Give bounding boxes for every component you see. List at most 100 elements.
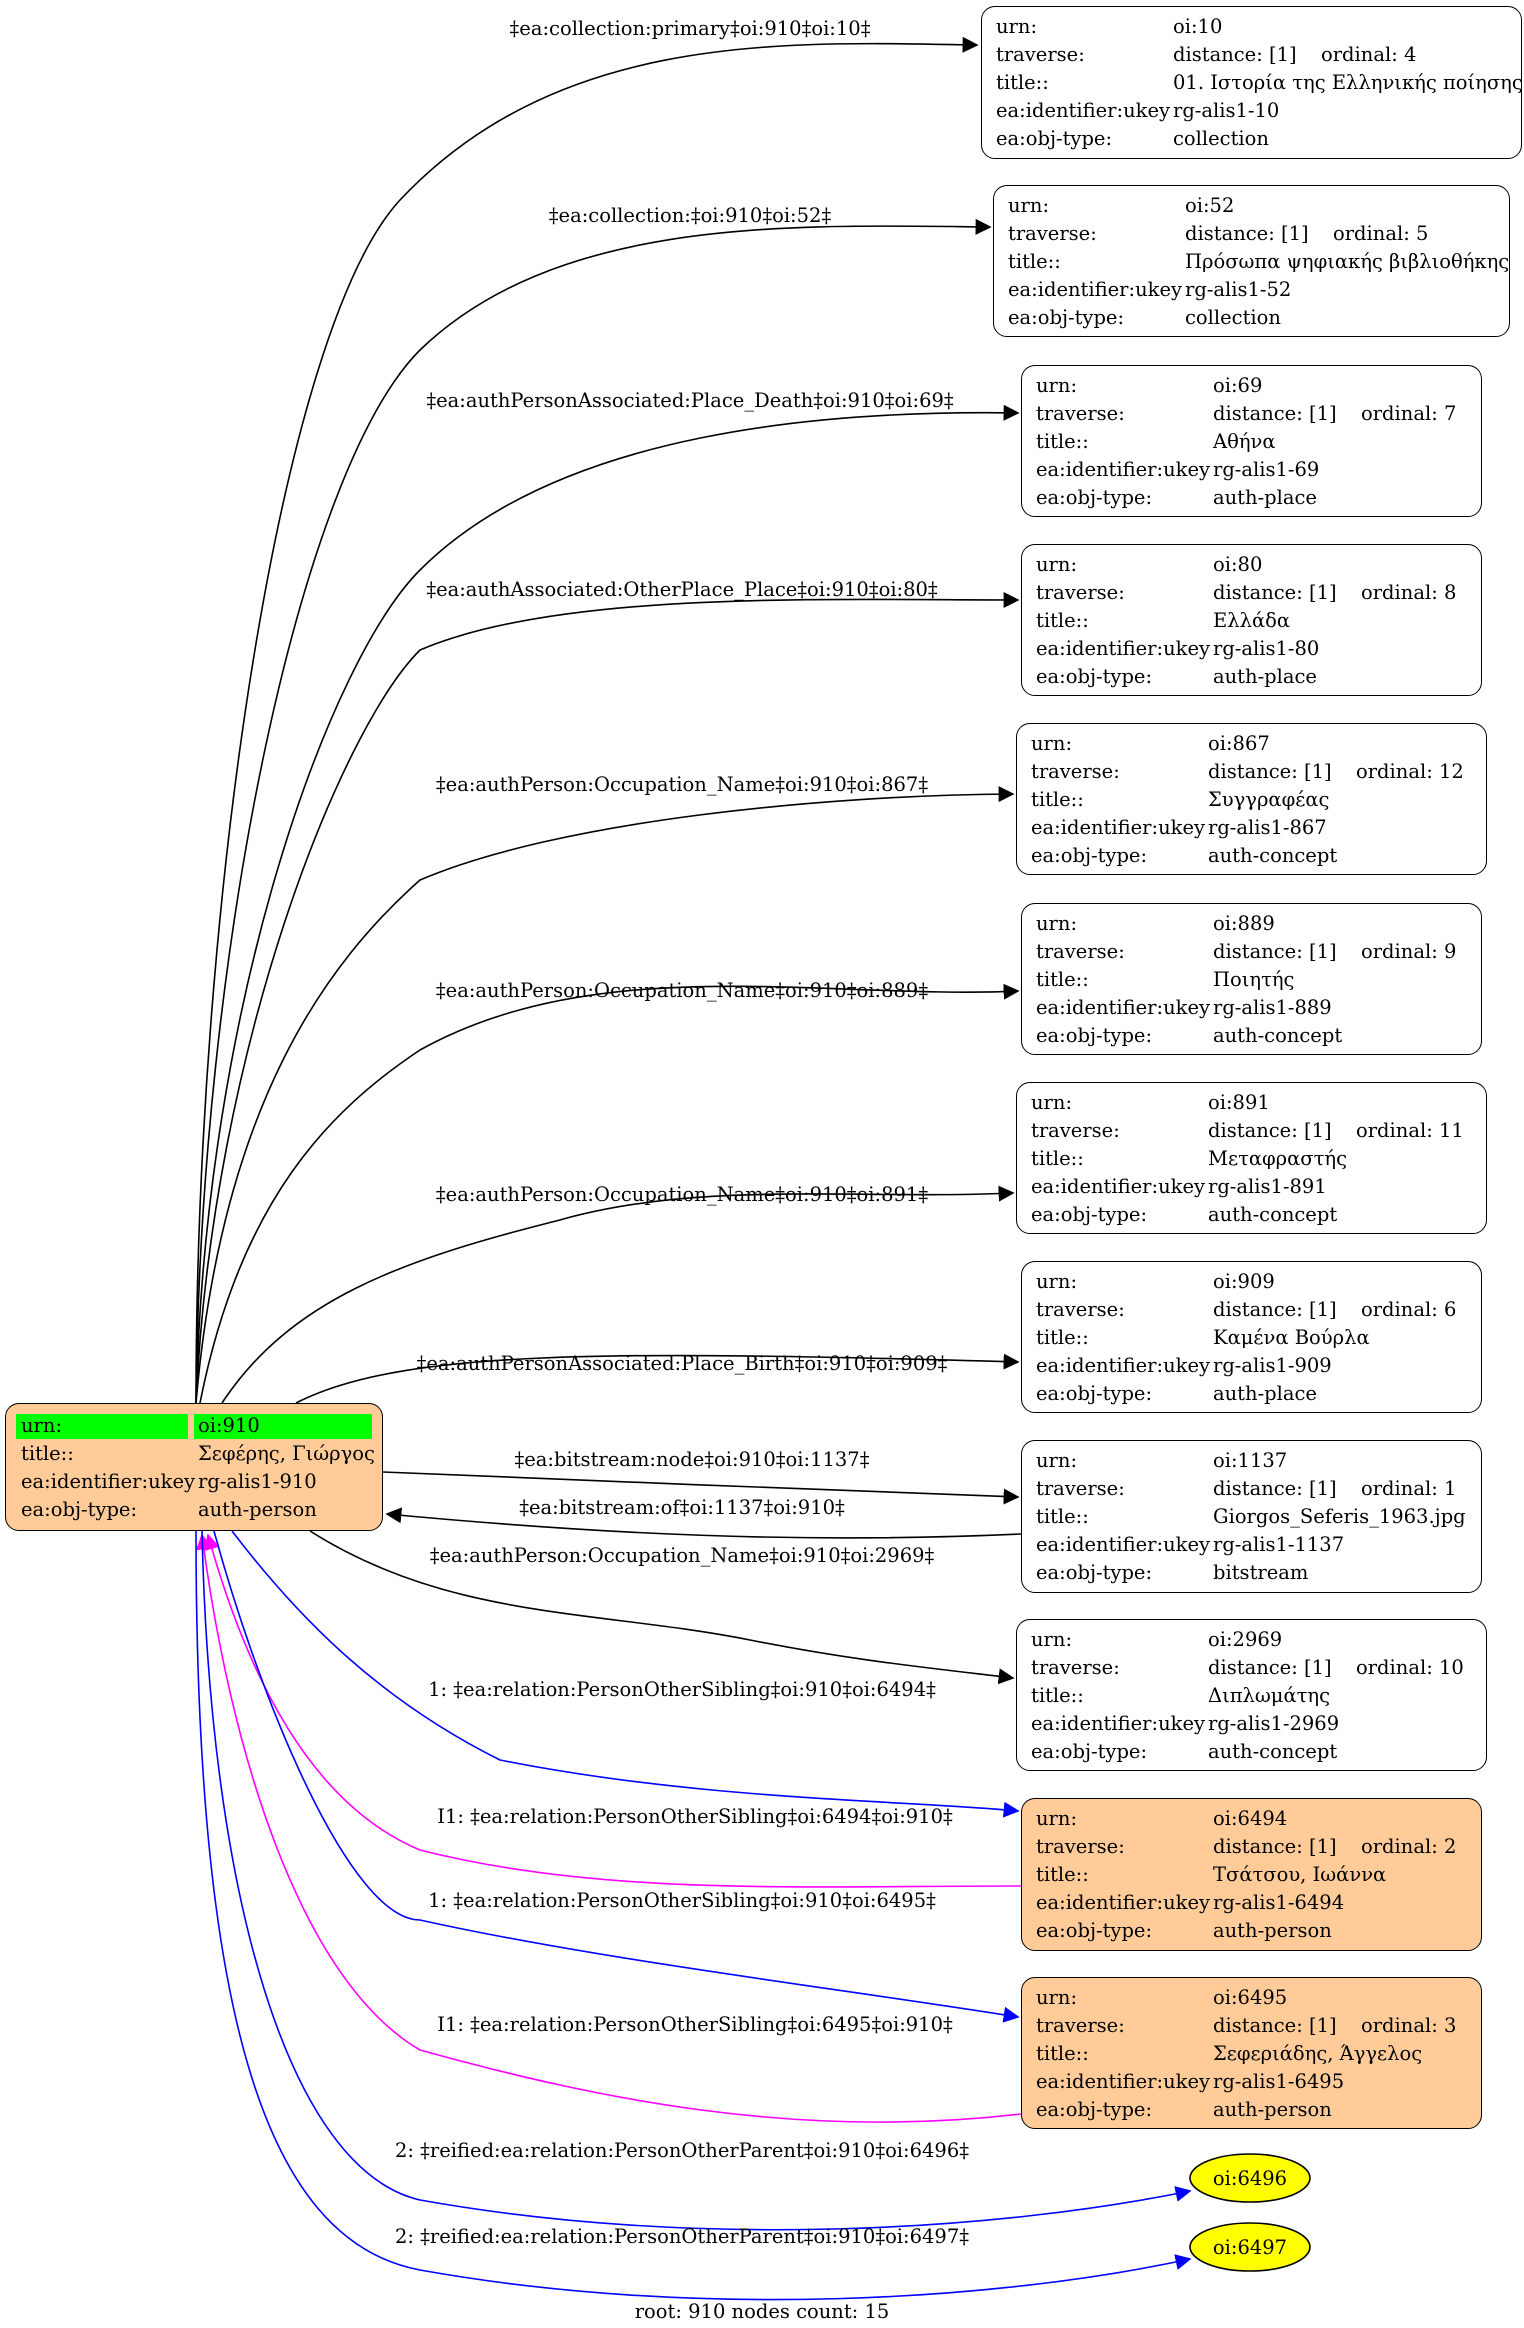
node-row-eaobjtype: ea:obj-type:auth-place [1022, 484, 1481, 512]
edge-label-0: ‡ea:collection:primary‡oi:910‡oi:10‡ [510, 17, 871, 40]
node-field-key: traverse: [1036, 402, 1125, 425]
node-field-value: bitstream [1213, 1561, 1309, 1584]
node-row-title: title::Giorgos_Seferis_1963.jpg [1022, 1503, 1481, 1531]
node-row-title: title::Μεταφραστής [1017, 1145, 1486, 1173]
edge-label-14: I1: ‡ea:relation:PersonOtherSibling‡oi:6… [437, 2013, 953, 2036]
node-field-value: distance: [1] [1208, 1119, 1332, 1142]
node-field-value: distance: [1] [1213, 1835, 1337, 1858]
node-field-key: title:: [1036, 968, 1089, 991]
node-field-key: urn: [1036, 1449, 1078, 1472]
node-row-traverse: traverse:distance: [1]ordinal: 11 [1017, 1117, 1486, 1145]
node-field-value: auth-concept [1208, 844, 1338, 867]
node-row-urn: urn:oi:10 [982, 13, 1521, 41]
ellipse-node-oi-6497[interactable] [1189, 2222, 1311, 2272]
root-field-key: ea:obj-type: [21, 1498, 138, 1521]
node-field-value: Αθήνα [1213, 430, 1276, 453]
node-field-key: ea:identifier:ukey [996, 99, 1170, 122]
edge-16 [195, 1530, 1192, 2301]
node-field-key: ea:obj-type: [1031, 844, 1148, 867]
node-field-value: auth-concept [1208, 1203, 1338, 1226]
node-field-key: ea:identifier:ukey [1008, 278, 1182, 301]
node-field-key: traverse: [1036, 940, 1125, 963]
node-field-value: oi:891 [1208, 1091, 1270, 1114]
node-row-traverse: traverse:distance: [1]ordinal: 10 [1017, 1654, 1486, 1682]
edge-label-16: 2: ‡reified:ea:relation:PersonOtherParen… [395, 2225, 969, 2248]
node-row-eaobjtype: ea:obj-type:auth-place [1022, 663, 1481, 691]
node-row-eaobjtype: ea:obj-type:collection [982, 125, 1521, 153]
node-field-key: traverse: [1036, 1298, 1125, 1321]
node-field-key: urn: [1031, 732, 1073, 755]
ellipse-node-oi-6496[interactable] [1189, 2153, 1311, 2203]
node-row-eaobjtype: ea:obj-type: auth-concept [1017, 842, 1486, 870]
node-field-value: distance: [1] [1213, 1477, 1337, 1500]
node-field-key: title:: [1036, 1326, 1089, 1349]
node-field-value: rg-alis1-867 [1208, 816, 1327, 839]
node-row-title: title::Σεφεριάδης, Άγγελος [1022, 2040, 1481, 2068]
node-row-eaobjtype: ea:obj-type:collection [994, 304, 1509, 332]
node-ordinal: ordinal: 8 [1361, 581, 1457, 604]
node-row-urn: urn:oi:52 [994, 192, 1509, 220]
edge-label-7: ‡ea:authPersonAssociated:Place_Birth‡oi:… [417, 1352, 948, 1375]
root-field-key: urn: [21, 1414, 63, 1437]
node-field-value: Μεταφραστής [1208, 1147, 1348, 1170]
node-row-traverse: traverse:distance: [1]ordinal: 5 [994, 220, 1509, 248]
node-row-traverse: traverse:distance: [1]ordinal: 3 [1022, 2012, 1481, 2040]
node-field-value: oi:6494 [1213, 1807, 1288, 1830]
root-field-value: auth-person [198, 1498, 317, 1521]
node-row-urn: urn:oi:6494 [1022, 1805, 1481, 1833]
node-row-title: title::Τσάτσου, Ιωάννα [1022, 1861, 1481, 1889]
node-row-urn: urn:oi:69 [1022, 372, 1481, 400]
node-field-key: ea:obj-type: [1036, 1561, 1153, 1584]
node-field-key: ea:obj-type: [1036, 1382, 1153, 1405]
edge-5 [199, 983, 1020, 1404]
edge-label-9: ‡ea:bitstream:of‡oi:1137‡oi:910‡ [519, 1496, 845, 1519]
node-field-key: ea:identifier:ukey [1031, 1712, 1205, 1735]
node-field-value: oi:867 [1208, 732, 1270, 755]
node-row-traverse: traverse:distance: [1]ordinal: 6 [1022, 1296, 1481, 1324]
ellipse-node-label: oi:6496 [1213, 2167, 1287, 2190]
node-row-title: title::Πρόσωπα ψηφιακής βιβλιοθήκης [994, 248, 1509, 276]
node-field-value: oi:6495 [1213, 1986, 1288, 2009]
node-field-value: oi:69 [1213, 374, 1263, 397]
node-row-title: title::Καμένα Βούρλα [1022, 1324, 1481, 1352]
node-field-value: Ελλάδα [1213, 609, 1291, 632]
edge-label-2: ‡ea:authPersonAssociated:Place_Death‡oi:… [426, 389, 954, 412]
node-field-value: Διπλωμάτης [1208, 1684, 1331, 1707]
node-field-key: title:: [1031, 1684, 1084, 1707]
node-field-value: oi:1137 [1213, 1449, 1288, 1472]
node-field-value: Σεφεριάδης, Άγγελος [1213, 2042, 1423, 2065]
node-field-key: ea:obj-type: [1031, 1740, 1148, 1763]
node-field-key: traverse: [1031, 760, 1120, 783]
node-row-title: title::Διπλωμάτης [1017, 1682, 1486, 1710]
node-field-key: urn: [1036, 912, 1078, 935]
root-field-key: ea:identifier:ukey [21, 1470, 195, 1493]
node-field-key: ea:obj-type: [1036, 486, 1153, 509]
node-row-urn: urn: oi:867 [1017, 730, 1486, 758]
node-field-key: ea:obj-type: [1036, 2098, 1153, 2121]
edge-14 [195, 1533, 1022, 2123]
node-ordinal: ordinal: 4 [1321, 43, 1417, 66]
node-ordinal: ordinal: 3 [1361, 2014, 1457, 2037]
node-row-eaobjtype: ea:obj-type:auth-concept [1017, 1201, 1486, 1229]
node-field-value: auth-place [1213, 1382, 1317, 1405]
